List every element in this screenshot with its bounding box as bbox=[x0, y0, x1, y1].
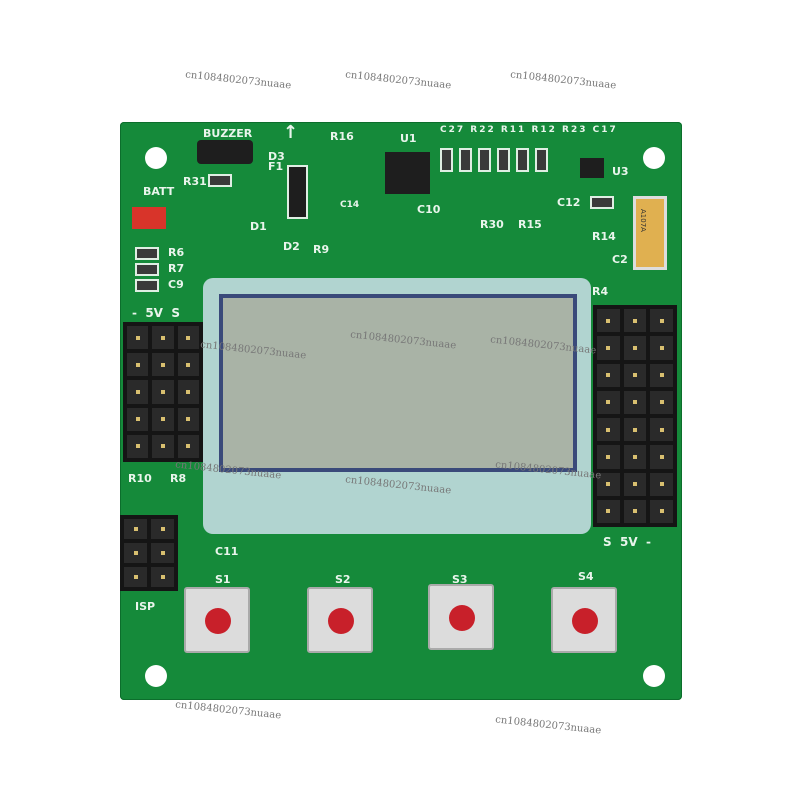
label-s4: S4 bbox=[578, 570, 594, 583]
right-pin-header bbox=[593, 305, 677, 527]
label-c9: C9 bbox=[168, 278, 184, 291]
watermark: cn1084802073nuaae bbox=[184, 69, 292, 92]
label-r14: R14 bbox=[592, 230, 616, 243]
diode-d3 bbox=[287, 165, 308, 219]
tantalum-capacitor: A107A bbox=[633, 196, 667, 270]
label-left-header: - 5V S bbox=[132, 306, 180, 320]
resistor-r7 bbox=[135, 263, 159, 276]
label-top-row: C27 R22 R11 R12 R23 C17 bbox=[440, 125, 618, 135]
button-cap bbox=[328, 608, 354, 634]
label-r8: R8 bbox=[170, 472, 187, 485]
label-c14: C14 bbox=[340, 200, 360, 210]
button-cap bbox=[449, 605, 475, 631]
label-s2: S2 bbox=[335, 573, 351, 586]
label-r6: R6 bbox=[168, 246, 185, 259]
label-f1: F1 bbox=[268, 160, 284, 173]
label-d2: D2 bbox=[283, 240, 300, 253]
label-r9: R9 bbox=[313, 243, 330, 256]
mounting-hole bbox=[145, 665, 167, 687]
regulator-chip bbox=[580, 158, 604, 178]
battery-connector bbox=[132, 207, 166, 229]
resistor-r31 bbox=[208, 174, 232, 187]
arrow-up-icon: ↑ bbox=[283, 122, 299, 143]
label-isp: ISP bbox=[135, 600, 156, 613]
label-buzzer: BUZZER bbox=[203, 127, 253, 140]
label-s3: S3 bbox=[452, 573, 468, 586]
left-pin-header bbox=[123, 322, 203, 462]
label-r15: R15 bbox=[518, 218, 542, 231]
capacitor-c12 bbox=[590, 196, 614, 209]
label-u3: U3 bbox=[612, 165, 629, 178]
mounting-hole bbox=[643, 147, 665, 169]
lcd-screen bbox=[219, 294, 577, 472]
watermark: cn1084802073nuaae bbox=[344, 69, 452, 92]
label-r31: R31 bbox=[183, 175, 207, 188]
label-c12: C12 bbox=[557, 196, 581, 209]
label-r7: R7 bbox=[168, 262, 185, 275]
button-cap bbox=[205, 608, 231, 634]
button-s3[interactable] bbox=[428, 584, 494, 650]
button-s2[interactable] bbox=[307, 587, 373, 653]
watermark: cn1084802073nuaae bbox=[494, 714, 602, 737]
label-r30: R30 bbox=[480, 218, 504, 231]
label-r16: R16 bbox=[330, 130, 354, 143]
label-s1: S1 bbox=[215, 573, 231, 586]
label-c10: C10 bbox=[417, 203, 441, 216]
label-r10: R10 bbox=[128, 472, 152, 485]
microcontroller-chip bbox=[385, 152, 430, 194]
resistor-row bbox=[440, 148, 548, 172]
button-s4[interactable] bbox=[551, 587, 617, 653]
buzzer-header bbox=[197, 140, 253, 164]
label-c2: C2 bbox=[612, 253, 628, 266]
mounting-hole bbox=[145, 147, 167, 169]
button-cap bbox=[572, 608, 598, 634]
label-right-header: S 5V - bbox=[603, 535, 651, 549]
button-s1[interactable] bbox=[184, 587, 250, 653]
capacitor-c9 bbox=[135, 279, 159, 292]
watermark: cn1084802073nuaae bbox=[174, 699, 282, 722]
label-d3: D3 bbox=[268, 150, 285, 163]
watermark: cn1084802073nuaae bbox=[509, 69, 617, 92]
resistor-r6 bbox=[135, 247, 159, 260]
mounting-hole bbox=[643, 665, 665, 687]
label-c11: C11 bbox=[215, 545, 239, 558]
label-r4: R4 bbox=[592, 285, 609, 298]
label-batt: BATT bbox=[143, 185, 175, 198]
label-d1: D1 bbox=[250, 220, 267, 233]
isp-header bbox=[120, 515, 178, 591]
label-u1: U1 bbox=[400, 132, 417, 145]
